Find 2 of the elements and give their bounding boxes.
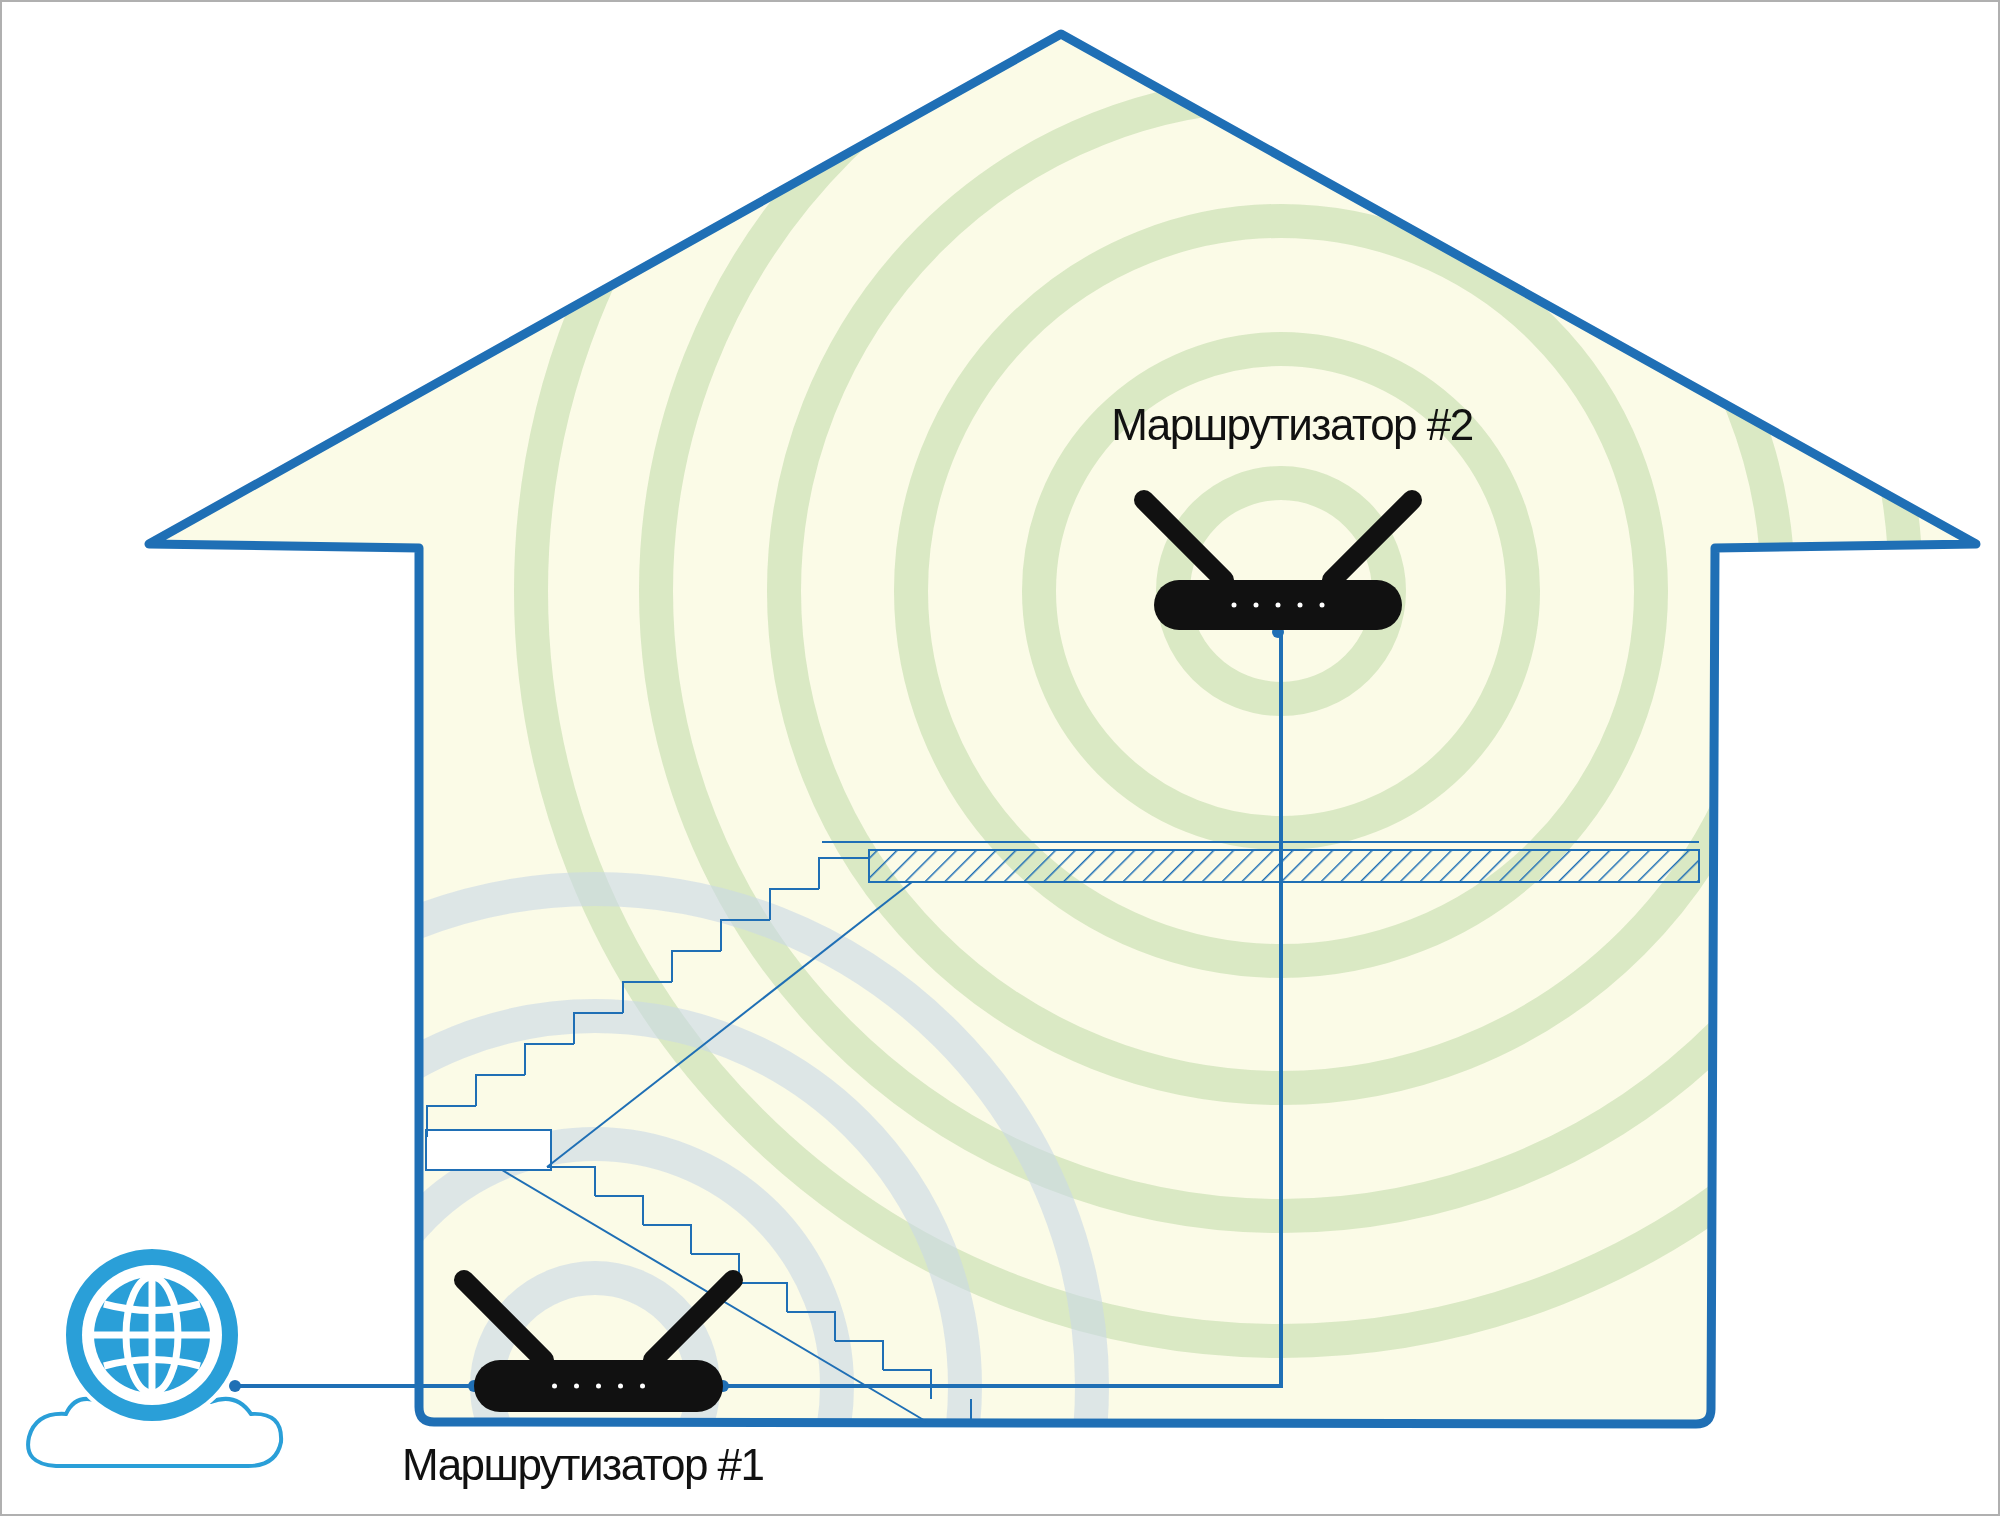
router-label: Маршрутизатор #2	[1110, 400, 1474, 450]
router-label: Маршрутизатор #1	[402, 1440, 762, 1490]
